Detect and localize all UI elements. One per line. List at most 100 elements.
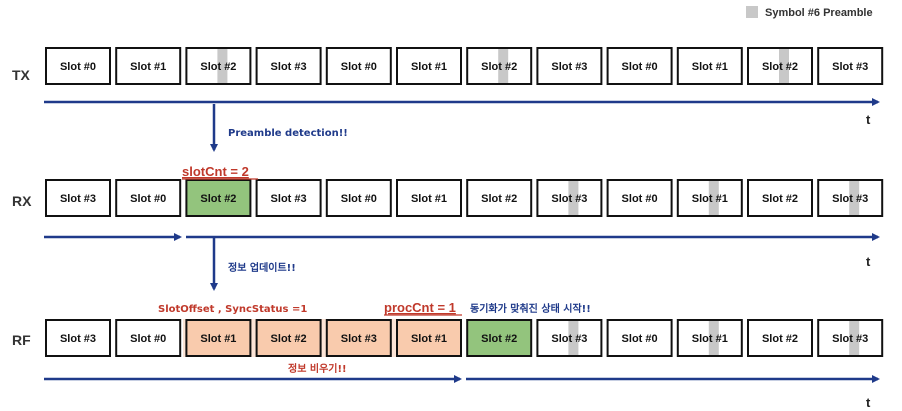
preamble-marker — [498, 49, 509, 83]
rf-slot: Slot #1 — [396, 319, 462, 357]
slot-label: Slot #0 — [622, 61, 658, 73]
slot-box — [255, 319, 322, 357]
slot-box — [115, 47, 182, 85]
legend-swatch — [746, 6, 758, 18]
row-label-tx: TX — [12, 67, 31, 83]
preamble-marker — [849, 181, 860, 215]
rx-slot: Slot #0 — [115, 179, 182, 217]
info-clear-note: 정보 비우기!! — [288, 362, 347, 375]
rx-slot: Slot #2 — [466, 179, 533, 217]
slot-box — [185, 179, 252, 217]
slot-box — [115, 319, 182, 357]
sync-start-note: 동기화가 맞춰진 상태 시작!! — [470, 302, 591, 315]
slot-box — [115, 179, 182, 217]
rf-slot: Slot #2 — [747, 319, 813, 357]
slot-label: Slot #0 — [130, 333, 166, 345]
rx-slot: Slot #0 — [606, 179, 673, 217]
slot-label: Slot #0 — [341, 193, 377, 205]
slot-box — [45, 47, 111, 85]
slot-label: Slot #1 — [200, 333, 236, 345]
tx-slot: Slot #1 — [396, 47, 462, 85]
slot-label: Slot #1 — [411, 333, 447, 345]
slot-box — [325, 319, 392, 357]
slot-label: Slot #2 — [481, 333, 517, 345]
rx-slot: Slot #0 — [325, 179, 392, 217]
tx-slot-row: Slot #0 Slot #1 Slot #2 Slot #3 Slot #0 Slot … — [45, 47, 884, 85]
proc-cnt-note: procCnt = 1 — [384, 300, 456, 315]
preamble-marker — [708, 181, 719, 215]
slot-label: Slot #3 — [60, 333, 96, 345]
slot-box — [606, 319, 673, 357]
slot-label: Slot #2 — [271, 333, 307, 345]
slot-box — [396, 47, 462, 85]
slot-label: Slot #1 — [692, 193, 728, 205]
tx-t-label: t — [866, 112, 871, 127]
slot-label: Slot #2 — [762, 193, 798, 205]
slot-label: Slot #3 — [832, 193, 868, 205]
slot-cnt-note: slotCnt = 2 — [182, 164, 249, 179]
rx-slot: Slot #2 — [747, 179, 813, 217]
info-update-note: 정보 업데이트!! — [228, 261, 296, 274]
slot-box — [185, 319, 252, 357]
slot-label: Slot #3 — [341, 333, 377, 345]
legend-label: Symbol #6 Preamble — [765, 7, 873, 19]
preamble-marker — [568, 321, 579, 355]
slot-label: Slot #3 — [832, 333, 868, 345]
rf-t-label: t — [866, 395, 871, 410]
tx-slot: Slot #2 — [747, 47, 813, 85]
slot-label: Slot #2 — [762, 333, 798, 345]
tx-slot: Slot #3 — [817, 47, 884, 85]
slot-label: Slot #2 — [481, 61, 517, 73]
rx-slot: Slot #3 — [817, 179, 884, 217]
rf-slot: Slot #3 — [325, 319, 392, 357]
slot-box — [606, 179, 673, 217]
slot-label: Slot #1 — [411, 61, 447, 73]
rx-t-label: t — [866, 254, 871, 269]
rf-slot: Slot #0 — [115, 319, 182, 357]
slot-label: Slot #2 — [200, 193, 236, 205]
slot-box — [606, 47, 673, 85]
slot-label: Slot #2 — [762, 61, 798, 73]
tx-slot: Slot #0 — [606, 47, 673, 85]
slot-box — [676, 47, 743, 85]
slot-label: Slot #0 — [622, 193, 658, 205]
slot-label: Slot #2 — [481, 193, 517, 205]
slot-label: Slot #3 — [551, 333, 587, 345]
tx-slot: Slot #0 — [45, 47, 111, 85]
slot-label: Slot #1 — [692, 61, 728, 73]
rx-slot: Slot #1 — [676, 179, 743, 217]
rx-slot: Slot #3 — [255, 179, 322, 217]
preamble-marker — [849, 321, 860, 355]
slot-box — [536, 47, 603, 85]
rf-slot: Slot #3 — [536, 319, 603, 357]
tx-slot: Slot #0 — [325, 47, 392, 85]
slot-label: Slot #3 — [832, 61, 868, 73]
slot-box — [255, 47, 322, 85]
slot-box — [255, 179, 322, 217]
slot-box — [396, 319, 462, 357]
tx-slot: Slot #2 — [466, 47, 533, 85]
slot-label: Slot #3 — [551, 61, 587, 73]
slot-label: Slot #3 — [551, 193, 587, 205]
slot-box — [466, 319, 533, 357]
slot-label: Slot #1 — [130, 61, 166, 73]
rf-slot: Slot #3 — [45, 319, 111, 357]
slot-label: Slot #3 — [271, 193, 307, 205]
tx-slot: Slot #3 — [255, 47, 322, 85]
rf-slot: Slot #2 — [255, 319, 322, 357]
slot-box — [817, 47, 884, 85]
slot-label: Slot #1 — [692, 333, 728, 345]
preamble-detection-note: Preamble detection!! — [228, 128, 348, 139]
slot-box — [45, 179, 111, 217]
slot-box — [466, 179, 533, 217]
slot-box — [325, 179, 392, 217]
rx-slot: Slot #2 — [185, 179, 252, 217]
tx-slot: Slot #2 — [185, 47, 252, 85]
row-label-rf: RF — [12, 332, 31, 348]
slot-box — [747, 319, 813, 357]
rx-slot: Slot #3 — [45, 179, 111, 217]
rf-slot: Slot #1 — [185, 319, 252, 357]
slot-label: Slot #3 — [271, 61, 307, 73]
